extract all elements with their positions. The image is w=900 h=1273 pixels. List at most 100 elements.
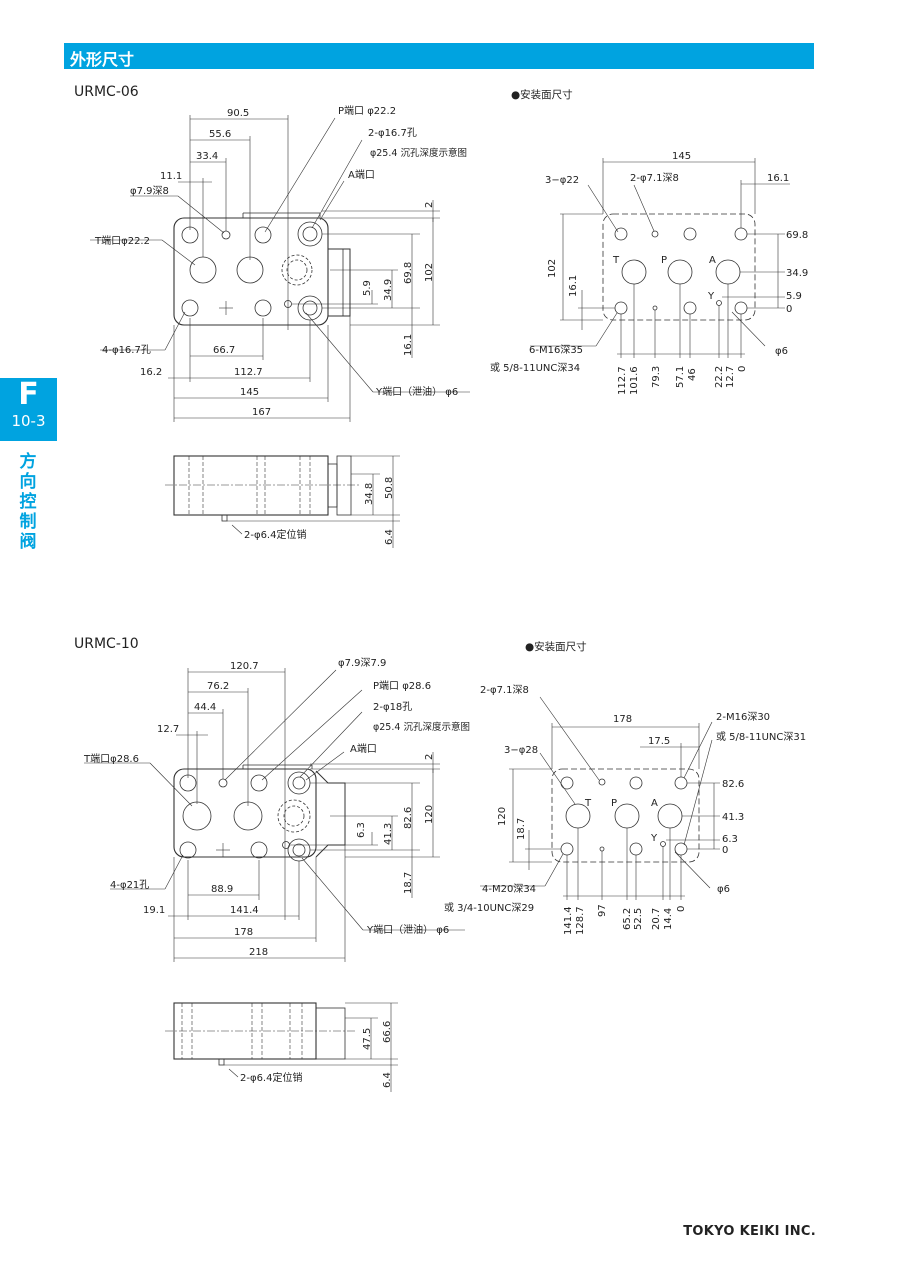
dim-10-18-7: 18.7 (403, 872, 414, 894)
mount-06-b112-7: 112.7 (617, 366, 628, 395)
mount-10-18-7: 18.7 (516, 818, 527, 840)
label-10-pin-hole: φ7.9深7.9 (338, 657, 386, 669)
urmc10-side-view (165, 1002, 398, 1092)
label-10-hole-2: 2-φ18孔 (373, 701, 412, 713)
dim-06-167: 167 (252, 407, 271, 418)
dim-06-5-9: 5.9 (362, 280, 373, 296)
side-tab: F 10-3 (0, 378, 57, 441)
section-title: 外形尺寸 (70, 50, 135, 69)
dim-10-19-1: 19.1 (143, 905, 165, 916)
mount-06-P: P (661, 255, 667, 266)
mount-10-P: P (611, 798, 617, 809)
mount-10-b65-2: 65.2 (622, 908, 633, 930)
mount-10-2-7-1: 2-φ7.1深8 (480, 684, 529, 696)
label-10-a-port: A端口 (350, 742, 377, 755)
urmc10-dims (84, 668, 465, 962)
model-label-06: URMC-06 (74, 84, 139, 100)
mount-10-Y: Y (650, 833, 658, 844)
mount-06-phi6: φ6 (775, 346, 788, 357)
mount-06-34-9: 34.9 (786, 268, 808, 279)
mount-06-69-8: 69.8 (786, 230, 808, 241)
mount-10-3-28: 3−φ28 (504, 745, 538, 756)
mount-06-b101-6: 101.6 (629, 366, 640, 395)
urmc06-side-view (165, 455, 400, 548)
dim-10-47-5: 47.5 (362, 1028, 373, 1050)
dim-06-16-2: 16.2 (140, 367, 162, 378)
mount-10-b0: 0 (676, 906, 687, 912)
urmc10-top-view (173, 764, 346, 862)
urmc06-top-view (173, 212, 351, 326)
mount-10-b97: 97 (597, 904, 608, 917)
mount-06-b0: 0 (737, 366, 748, 372)
mount-10-A: A (651, 798, 658, 809)
mount-06-b57-1: 57.1 (675, 366, 686, 388)
dim-06-34-9: 34.9 (383, 279, 394, 301)
dim-06-90-5: 90.5 (227, 108, 249, 119)
mount-10-b141-4: 141.4 (563, 906, 574, 935)
label-10-counterbore: φ25.4 沉孔深度示意图 (373, 721, 470, 733)
dim-10-41-3: 41.3 (383, 823, 394, 845)
dim-10-66-6: 66.6 (382, 1021, 393, 1043)
mount-06-screw-alt: 或 5/8-11UNC深34 (490, 362, 580, 374)
label-10-hole-4: 4-φ21孔 (110, 879, 149, 891)
mount-06-b12-7: 12.7 (725, 366, 736, 388)
dim-06-2: 2 (424, 202, 435, 208)
label-10-t-port: T端口φ28.6 (83, 752, 139, 765)
mount-06-16-1v: 16.1 (568, 275, 579, 297)
section-header: 外形尺寸 (64, 43, 814, 69)
dim-06-34-8: 34.8 (364, 483, 375, 505)
mount-10-17-5: 17.5 (648, 736, 670, 747)
dim-10-218: 218 (249, 947, 268, 958)
mount-06-b22-2: 22.2 (714, 366, 725, 388)
mount-10-82-6: 82.6 (722, 779, 744, 790)
mount-06-102: 102 (547, 259, 558, 278)
mount-10-178: 178 (613, 714, 632, 725)
mount-10-T: T (584, 798, 592, 809)
label-06-t-port: T端口φ22.2 (94, 234, 150, 247)
footer-company: TOKYO KEIKI INC. (683, 1224, 816, 1239)
mount-10-b52-5: 52.5 (633, 908, 644, 930)
dim-06-50-8: 50.8 (384, 477, 395, 499)
label-06-hole-4: 4-φ16.7孔 (102, 344, 151, 356)
mount-06-16-1: 16.1 (767, 173, 789, 184)
mount-06-T: T (612, 255, 620, 266)
mount-10-screw4: 4-M20深34 (482, 883, 536, 895)
model-label-10: URMC-10 (74, 636, 139, 652)
dim-06-16-1: 16.1 (403, 334, 414, 356)
dim-10-12-7: 12.7 (157, 724, 179, 735)
mount-10-41-3: 41.3 (722, 812, 744, 823)
urmc06-dims (90, 115, 470, 422)
dim-10-141-4: 141.4 (230, 905, 259, 916)
side-tab-letter: F (18, 377, 39, 412)
mount-10-6-3: 6.3 (722, 834, 738, 845)
mount-06-b46: 46 (687, 368, 698, 381)
dim-10-88-9: 88.9 (211, 884, 233, 895)
dim-06-11-1: 11.1 (160, 171, 182, 182)
dim-10-44-4: 44.4 (194, 702, 216, 713)
side-category: 方向控制阀 (19, 452, 37, 552)
dim-06-102: 102 (424, 263, 435, 282)
dim-06-33-4: 33.4 (196, 151, 218, 162)
mount-10-0: 0 (722, 845, 728, 856)
label-06-pins: 2-φ6.4定位销 (244, 528, 306, 541)
mount-06-2-7-1: 2-φ7.1深8 (630, 172, 679, 184)
urmc10-mount-face (480, 696, 720, 900)
mount-10-b128-7: 128.7 (575, 906, 586, 935)
mount-06-5-9: 5.9 (786, 291, 802, 302)
mounting-title-10: ●安装面尺寸 (525, 641, 587, 653)
label-10-y-port: Y端口（泄油） φ6 (366, 923, 449, 936)
mount-10-screw4-alt: 或 3/4-10UNC深29 (444, 902, 534, 914)
label-06-p-port: P端口 φ22.2 (338, 104, 396, 117)
mount-06-b79-3: 79.3 (651, 366, 662, 388)
dim-10-6-4: 6.4 (382, 1072, 393, 1088)
label-06-y-port: Y端口（泄油） φ6 (375, 385, 458, 398)
label-06-pin-hole: φ7.9深8 (130, 185, 169, 197)
label-06-counterbore: φ25.4 沉孔深度示意图 (370, 147, 467, 159)
dim-10-178: 178 (234, 927, 253, 938)
dim-10-82-6: 82.6 (403, 807, 414, 829)
mount-06-0: 0 (786, 304, 792, 315)
urmc06-mount-face (530, 158, 790, 358)
dim-06-6-4: 6.4 (384, 529, 395, 545)
label-06-a-port: A端口 (348, 168, 375, 181)
